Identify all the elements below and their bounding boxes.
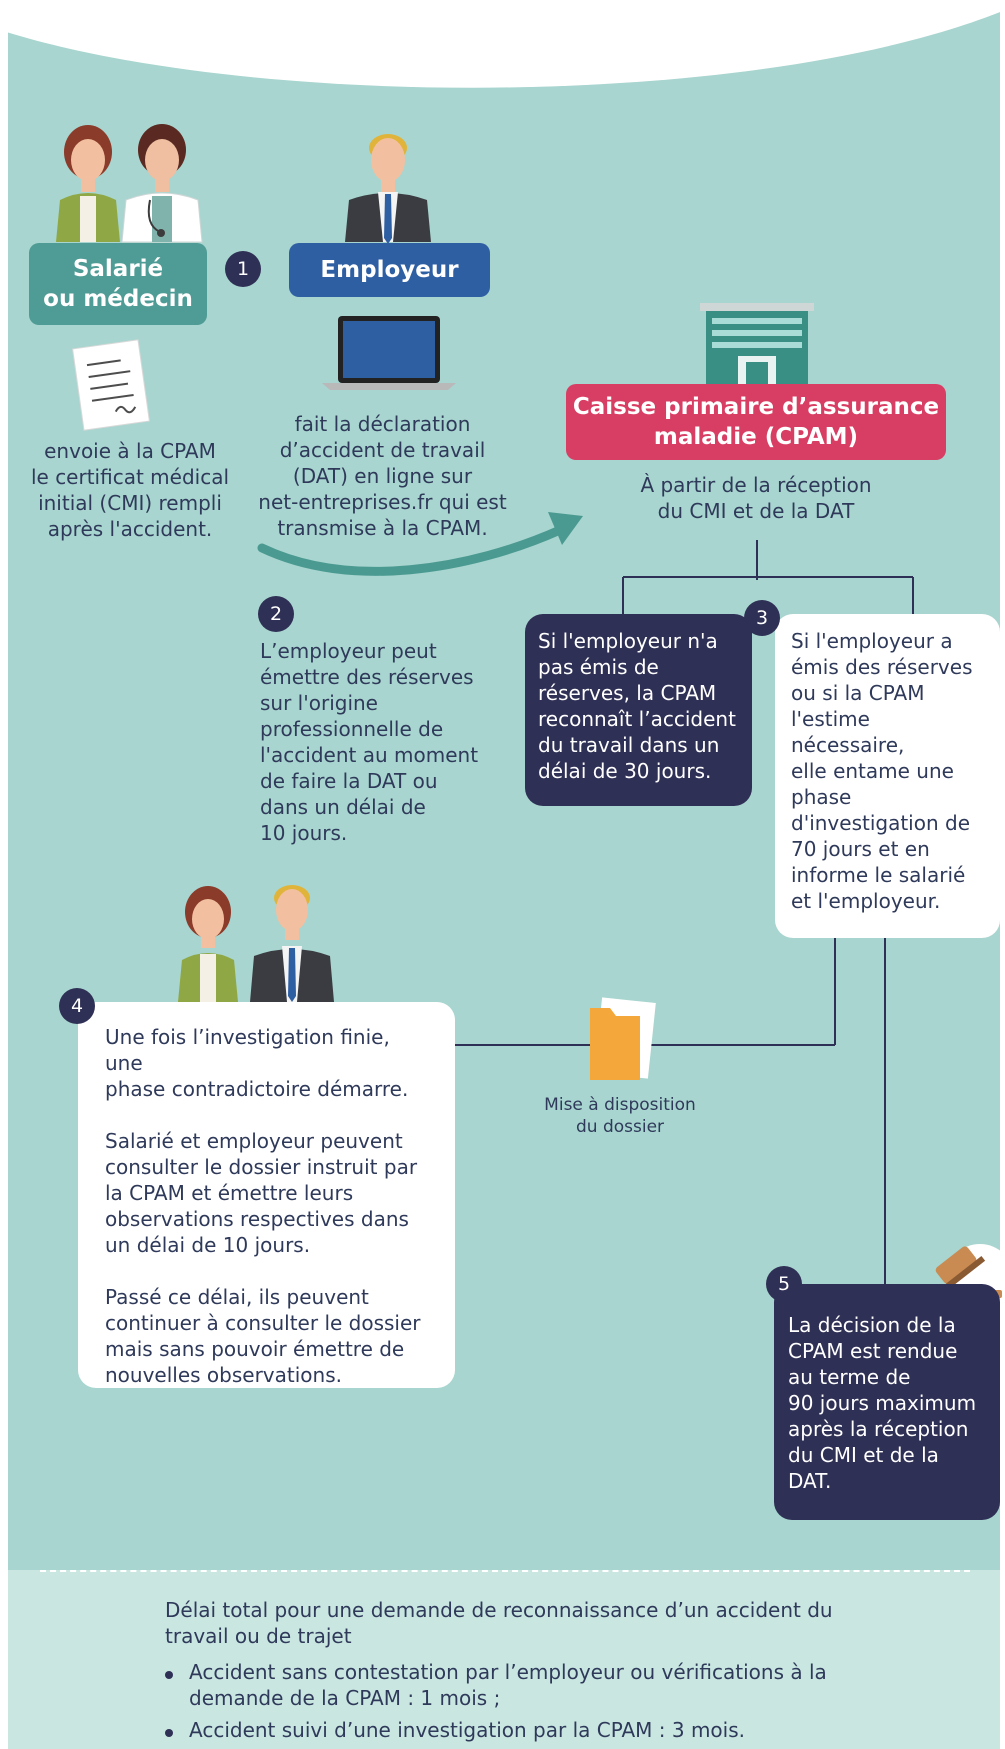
- footer-item: Accident sans contestation par l’employe…: [165, 1659, 945, 1711]
- step-5-card: La décision de la CPAM est rendue au ter…: [774, 1284, 1000, 1520]
- woman-icon: [56, 125, 120, 242]
- laptop-icon: [322, 316, 456, 390]
- top-wave: [0, 0, 1005, 88]
- curved-arrow: [257, 525, 565, 576]
- step-3-number: 3: [744, 600, 780, 636]
- man-icon-2: [250, 885, 334, 1002]
- doctor-icon: [121, 124, 203, 243]
- footer-list: Accident sans contestation par l’employe…: [165, 1659, 945, 1749]
- woman-icon-2: [178, 886, 238, 1002]
- step-4-paragraph-1: Une fois l’investigation finie, une phas…: [105, 1025, 409, 1101]
- cpam-subtitle: À partir de la réception du CMI et de la…: [640, 473, 872, 523]
- certificate-icon: [72, 339, 150, 431]
- man-employer-icon: [345, 134, 431, 244]
- step-4-card: Une fois l’investigation finie, une phas…: [78, 1002, 455, 1388]
- building-icon: [700, 303, 814, 385]
- step-4-paragraph-2: Salarié et employeur peuvent consulter l…: [105, 1129, 418, 1257]
- step-5-number: 5: [766, 1266, 802, 1302]
- salarie-text: envoie à la CPAM le certificat médical i…: [30, 439, 230, 541]
- employeur-text: fait la déclaration d’accident de travai…: [258, 412, 507, 540]
- salarie-label: Salarié ou médecin: [29, 243, 207, 325]
- step-3-no-reserve-card: Si l'employeur n'a pas émis de réserves,…: [525, 614, 752, 806]
- step-2-text: L’employeur peut émettre des réserves su…: [260, 639, 479, 845]
- arrow-head: [548, 512, 583, 545]
- footer-panel: [8, 1570, 1000, 1749]
- footer-title: Délai total pour une demande de reconnai…: [165, 1598, 833, 1648]
- employeur-label: Employeur: [289, 243, 490, 297]
- dossier-label: Mise à disposition du dossier: [544, 1095, 696, 1137]
- step-3-no-reserve-text: Si l'employeur n'a pas émis de réserves,…: [538, 629, 736, 783]
- step-3-reserve-card: Si l'employeur a émis des réserves ou si…: [775, 614, 1000, 938]
- footer-divider: [40, 1570, 970, 1572]
- step-3-reserve-text: Si l'employeur a émis des réserves ou si…: [791, 629, 973, 913]
- cpam-label: Caisse primaire d’assurance maladie (CPA…: [566, 384, 946, 460]
- folder-icon: [590, 997, 656, 1080]
- step-4-paragraph-3: Passé ce délai, ils peuvent continuer à …: [105, 1285, 421, 1387]
- footer-item: Accident suivi d’une investigation par l…: [165, 1717, 945, 1743]
- step-4-number: 4: [59, 988, 95, 1024]
- step-2-number: 2: [258, 596, 294, 632]
- step-5-text: La décision de la CPAM est rendue au ter…: [788, 1313, 977, 1493]
- step-1-number: 1: [225, 251, 261, 287]
